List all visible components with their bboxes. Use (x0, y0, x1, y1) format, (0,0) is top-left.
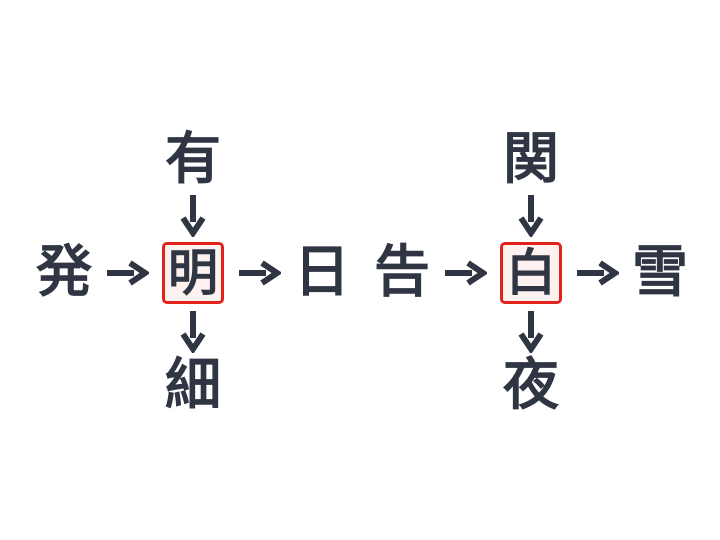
arrow-down-icon (180, 192, 206, 238)
arrow-down-icon (518, 308, 544, 354)
puzzle-left-answer-box: 明 (162, 242, 224, 304)
arrow-down-icon (518, 192, 544, 238)
puzzle-left-top-kanji: 有 (165, 127, 221, 192)
puzzle-right-middle-row: 告 白 雪 (374, 240, 688, 306)
puzzle-right-left-kanji: 告 (374, 240, 430, 305)
puzzle-right-top-kanji: 関 (503, 127, 559, 192)
puzzle-group-left: 有 発 明 日 (23, 130, 363, 416)
puzzle-group-right: 関 告 白 雪 (361, 130, 701, 416)
arrow-right-icon (441, 260, 489, 286)
puzzle-right-bottom-kanji: 夜 (503, 353, 559, 418)
arrow-right-icon (235, 260, 283, 286)
puzzle-right-answer-box: 白 (500, 242, 562, 304)
puzzle-left-right-kanji: 日 (294, 240, 350, 305)
puzzle-left-bottom-kanji: 細 (165, 353, 221, 418)
puzzle-left-left-kanji: 発 (36, 240, 92, 305)
puzzle-left-middle-row: 発 明 日 (36, 240, 350, 306)
arrow-right-icon (573, 260, 621, 286)
arrow-down-icon (180, 308, 206, 354)
puzzle-left-center-kanji: 明 (168, 244, 218, 302)
arrow-right-icon (103, 260, 151, 286)
puzzle-right-center-kanji: 白 (506, 244, 556, 302)
puzzle-right-right-kanji: 雪 (632, 240, 688, 305)
